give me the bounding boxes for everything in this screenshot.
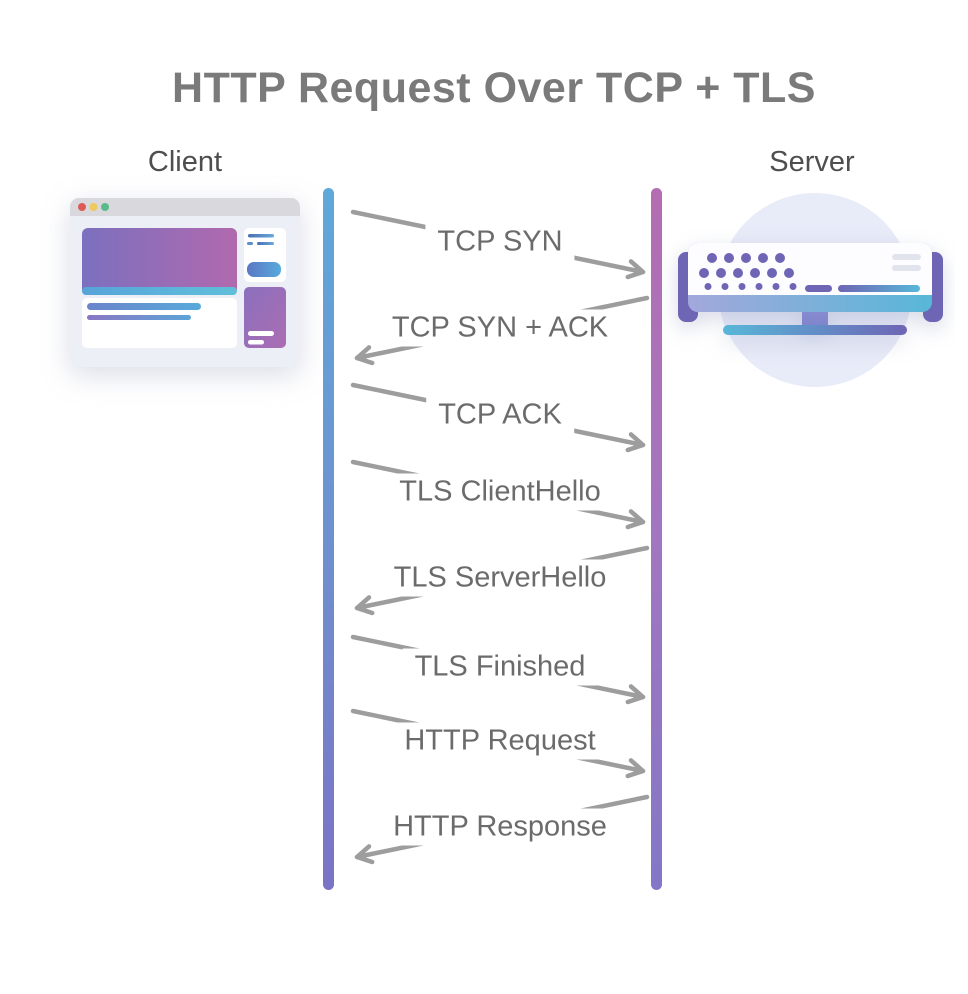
server-lifeline — [651, 188, 662, 890]
message-tls-serverhello: TLS ServerHello — [350, 538, 650, 618]
browser-window — [70, 198, 300, 367]
message-label: HTTP Request — [392, 722, 608, 760]
message-label: TLS Finished — [402, 648, 598, 686]
browser-button — [247, 262, 281, 277]
server-icon — [678, 193, 943, 387]
server-stand-base — [723, 325, 907, 335]
promo-card — [244, 287, 286, 348]
client-actor-label: Client — [147, 146, 223, 178]
browser-close-dot — [78, 203, 86, 211]
server-vent-dots — [699, 253, 797, 290]
hero-banner — [82, 228, 237, 295]
diagram-title: HTTP Request Over TCP + TLS — [172, 64, 816, 112]
message-label: TLS ClientHello — [387, 473, 613, 511]
message-http-request: HTTP Request — [350, 701, 650, 781]
message-label: TCP SYN + ACK — [379, 309, 621, 347]
message-label: TCP SYN — [425, 223, 575, 261]
message-http-response: HTTP Response — [350, 787, 650, 867]
message-label: HTTP Response — [381, 808, 619, 846]
message-tcp-syn: TCP SYN — [350, 202, 650, 282]
browser-window-icon — [70, 198, 300, 367]
message-tls-clienthello: TLS ClientHello — [350, 452, 650, 532]
message-tcp-ack: TCP ACK — [350, 375, 650, 455]
message-label: TCP ACK — [426, 396, 574, 434]
message-tcp-syn-ack: TCP SYN + ACK — [350, 288, 650, 368]
server-device — [678, 243, 943, 335]
browser-minimize-dot — [89, 203, 98, 211]
browser-maximize-dot — [101, 203, 109, 211]
message-label: TLS ServerHello — [381, 559, 619, 597]
server-actor-label: Server — [769, 146, 855, 178]
client-lifeline — [323, 188, 334, 890]
message-tls-finished: TLS Finished — [350, 627, 650, 707]
content-card — [82, 298, 237, 348]
